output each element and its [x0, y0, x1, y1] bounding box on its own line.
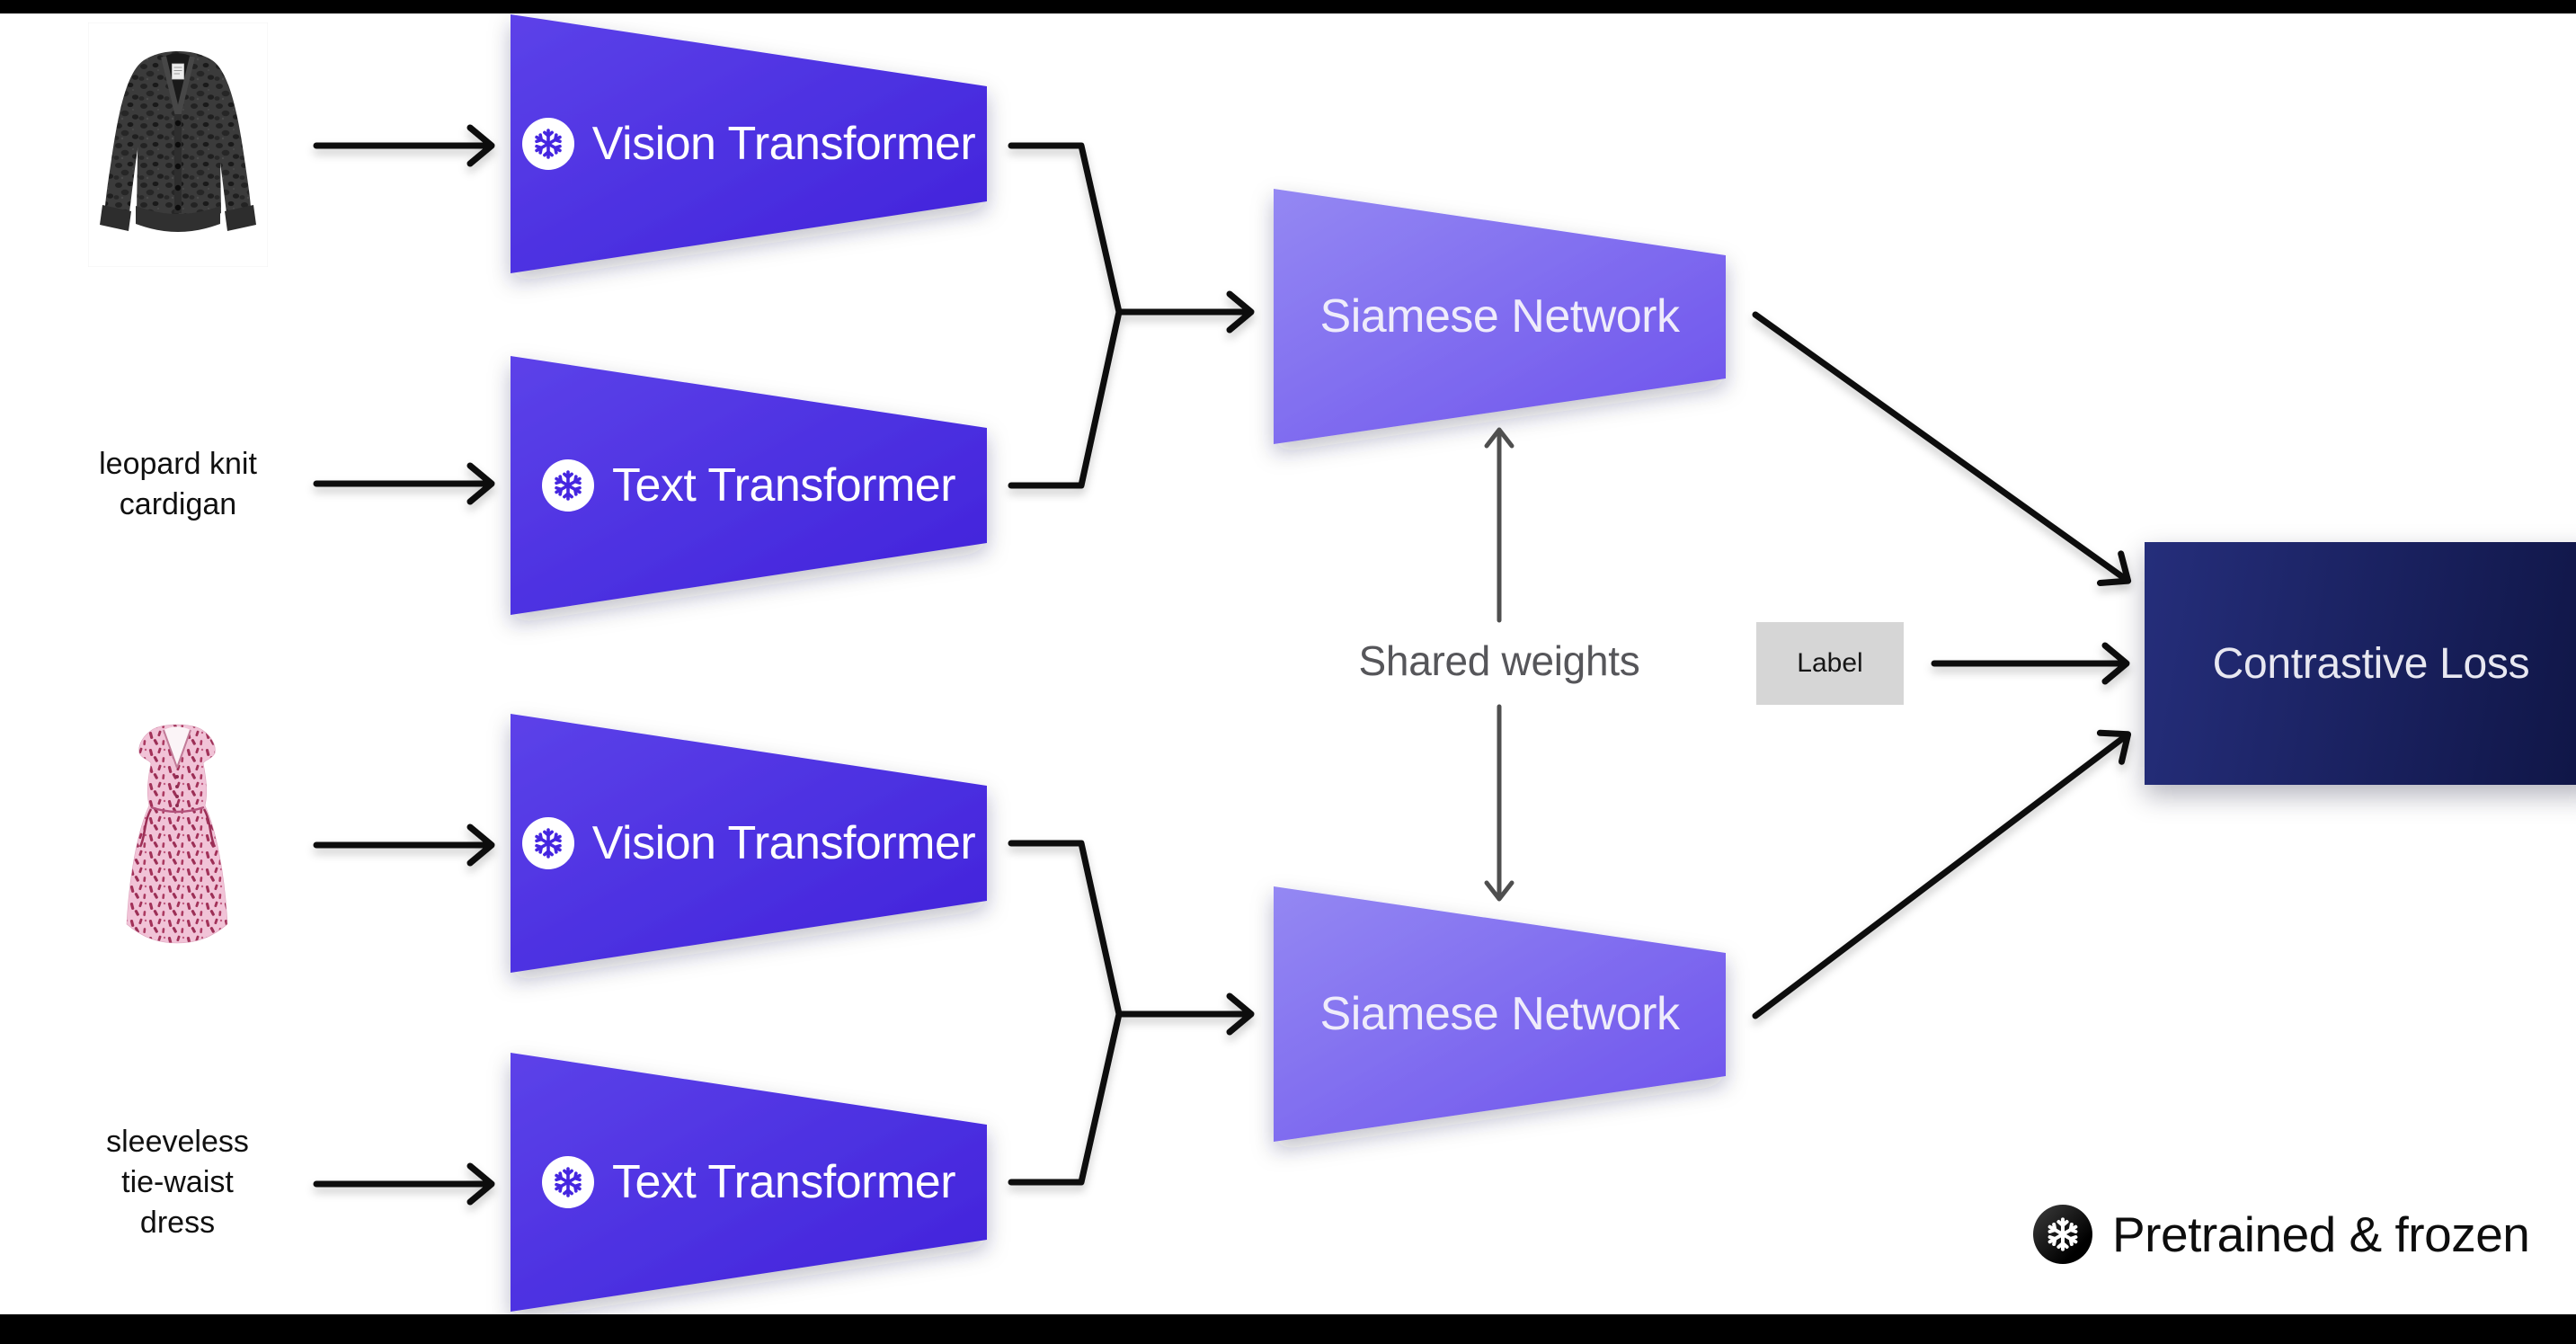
shared-weights-label: Shared weights — [1358, 637, 1640, 684]
snowflake-icon — [521, 118, 574, 170]
vision-transformer-top-shape — [511, 14, 987, 273]
dress-photo — [110, 712, 244, 969]
node-contrastive-loss: Contrastive Loss — [2145, 542, 2576, 785]
caption-cardigan: leopard knit cardigan — [99, 447, 257, 521]
black-arrows — [313, 124, 2132, 1206]
pink-dress-illustration — [110, 712, 244, 969]
encoder-shapes — [511, 14, 1726, 1312]
vision-transformer-bottom-shape — [511, 714, 987, 973]
merge-bracket-bottom — [1008, 840, 1123, 1186]
node-text-transformer-bottom: Text Transformer — [511, 1153, 987, 1211]
node-label: Vision Transformer — [591, 817, 976, 869]
snowflake-icon — [541, 1156, 594, 1208]
snowflake-icon — [2033, 1205, 2092, 1264]
cardigan-photo — [87, 22, 269, 268]
leopard-cardigan-illustration — [87, 22, 269, 268]
bottom-letterbox-bar — [0, 1314, 2576, 1344]
legend-pretrained-frozen: Pretrained & frozen — [2033, 1205, 2530, 1264]
node-siamese-network-top: Siamese Network — [1274, 288, 1726, 345]
node-siamese-network-bottom: Siamese Network — [1274, 985, 1726, 1043]
text-transformer-top-shape — [511, 356, 987, 615]
snowflake-icon — [541, 459, 594, 512]
node-label: Siamese Network — [1319, 988, 1680, 1040]
snowflake-icon — [521, 817, 574, 869]
arrow-siamese-top-to-loss — [1752, 311, 2132, 586]
text-transformer-bottom-shape — [511, 1053, 987, 1312]
caption-dress: sleeveless tie-waist dress — [106, 1125, 249, 1240]
label-box: Label — [1756, 622, 1904, 705]
node-label: Siamese Network — [1319, 290, 1680, 343]
top-letterbox-bar — [0, 0, 2576, 13]
siamese-network-top-shape — [1274, 189, 1726, 444]
node-vision-transformer-bottom: Vision Transformer — [511, 814, 987, 872]
arrow-siamese-bottom-to-loss — [1752, 729, 2132, 1019]
node-label: Text Transformer — [611, 459, 956, 512]
node-text-transformer-top: Text Transformer — [511, 457, 987, 514]
merge-bracket-top — [1008, 142, 1123, 489]
legend-label: Pretrained & frozen — [2112, 1206, 2530, 1262]
siamese-network-bottom-shape — [1274, 886, 1726, 1142]
node-label: Vision Transformer — [591, 118, 976, 170]
node-label: Text Transformer — [611, 1156, 956, 1208]
node-vision-transformer-top: Vision Transformer — [511, 115, 987, 173]
